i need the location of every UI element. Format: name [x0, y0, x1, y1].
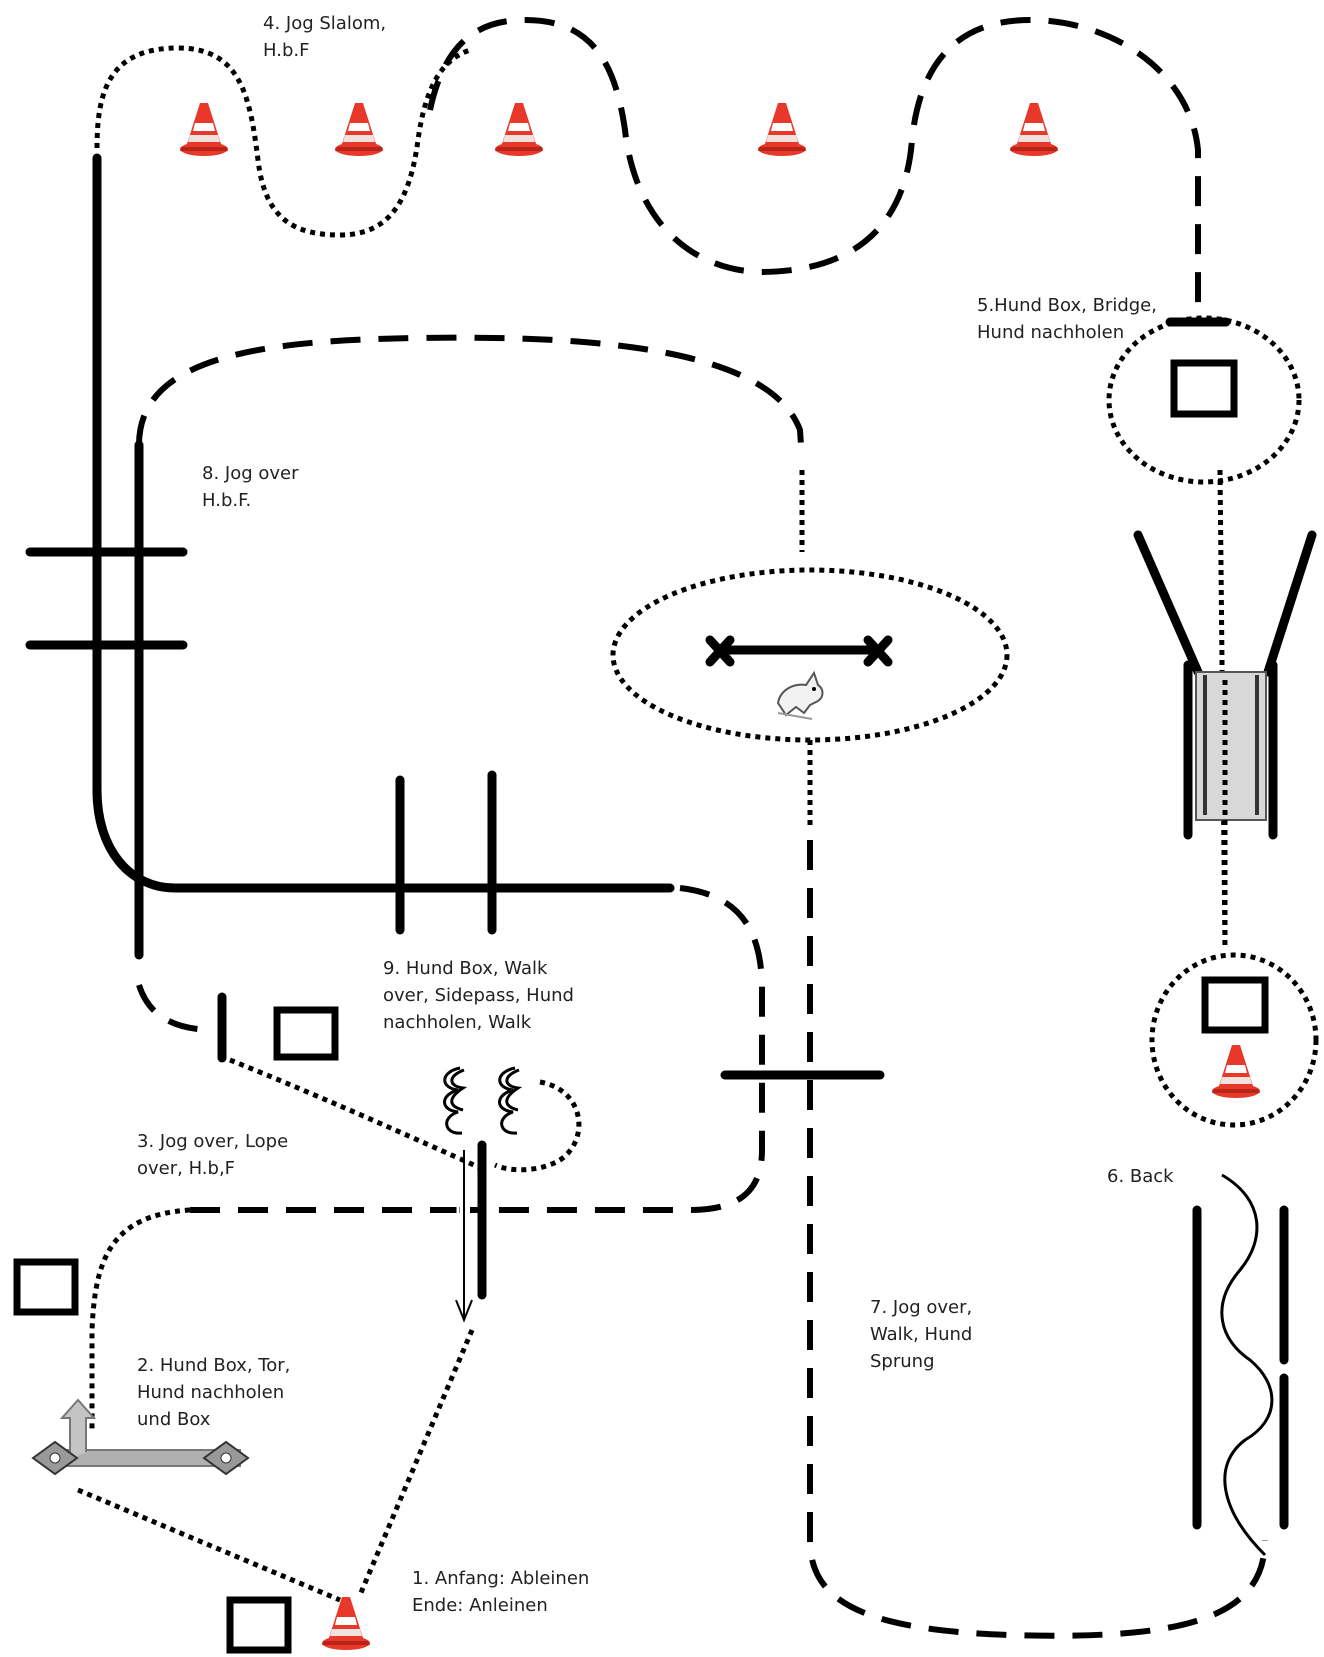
left-rail-line: [92, 153, 675, 893]
label-1-anfang-ende: 1. Anfang: Ableinen Ende: Anleinen: [412, 1568, 590, 1616]
jog-over-loop-path: [136, 334, 805, 461]
label-3-jog-lope: 3. Jog over, Lope over, H.b,F: [137, 1131, 289, 1179]
label-9-hund-box-walk: 9. Hund Box, Walk over, Sidepass, Hund n…: [383, 958, 574, 1033]
slalom-path-dotted: [94, 45, 471, 238]
gate-approach-path: [89, 1207, 191, 1430]
traffic-cone-icon: [758, 103, 806, 156]
label-6-back: 6. Back: [1107, 1166, 1174, 1187]
box-approach-path: [136, 984, 216, 1033]
dog-box-icon: [1170, 359, 1238, 418]
bridge-box-zone: [1106, 315, 1302, 485]
label-2-hund-box-tor: 2. Hund Box, Tor, Hund nachholen und Box: [137, 1355, 291, 1430]
sidepass-path: [229, 1057, 487, 1173]
dog-icon: [776, 670, 824, 720]
label-8-jog-over: 8. Jog over H.b.F.: [202, 463, 299, 511]
arrow-head-icon: [455, 1299, 473, 1323]
sidepass-marker: [443, 1066, 523, 1135]
slalom-path-dashed: [427, 16, 1201, 315]
traffic-cone-icon: [495, 103, 543, 156]
walk-loop-path: [470, 885, 765, 1213]
traffic-cone-icon: [322, 1597, 370, 1650]
traffic-cone-icon: [180, 103, 228, 156]
dog-box-icon: [273, 1006, 339, 1061]
label-5-hund-box-bridge: 5.Hund Box, Bridge, Hund nachholen: [977, 295, 1157, 343]
jump-stand: [705, 635, 893, 667]
sidepass-loop-path: [493, 1079, 582, 1173]
dog-box-icon: [1201, 976, 1269, 1034]
dog-box-icon: [13, 1258, 79, 1316]
traffic-cone-icon: [1212, 1045, 1260, 1098]
start-path-right: [357, 1329, 475, 1596]
dog-box-icon: [226, 1596, 292, 1654]
back-wavy-path: [1220, 1173, 1274, 1557]
label-4-jog-slalom: 4. Jog Slalom, H.b.F: [263, 13, 387, 61]
label-7-jog-walk-sprung: 7. Jog over, Walk, Hund Sprung: [870, 1297, 973, 1372]
jog-over-walk-path: [807, 840, 1268, 1639]
bridge-icon: [1133, 530, 1317, 840]
start-path-left: [77, 1487, 341, 1603]
gate-icon: [31, 1398, 250, 1476]
jump-zone: [610, 567, 1010, 743]
traffic-cone-icon: [335, 103, 383, 156]
traffic-cone-icon: [1010, 103, 1058, 156]
hund-nachholen-zone: [1149, 952, 1319, 1128]
